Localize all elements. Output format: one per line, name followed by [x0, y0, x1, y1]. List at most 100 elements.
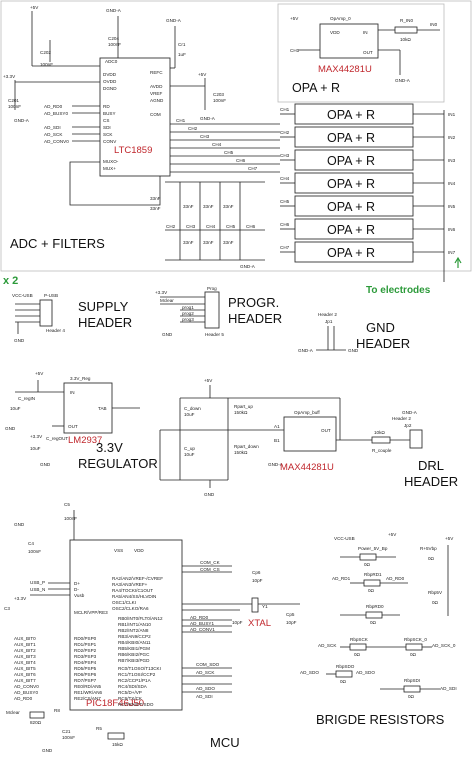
opa-in-ch1: CH1	[280, 107, 290, 112]
pin-busy: BUSY	[103, 111, 116, 116]
bridge-r-sdi	[403, 685, 421, 693]
bridge-net-ad-rd0: AD_RD0	[386, 576, 405, 581]
bridge-r-rd0-value: 0Ω	[370, 620, 377, 625]
mcu-pin-rc0: RC0/T1OSO/T13CKI	[118, 666, 161, 671]
bridge-r-power	[359, 553, 377, 561]
mcu-usb-n: USB_N	[30, 587, 45, 592]
arr-ch5: CH5	[226, 224, 236, 229]
supply-header-connector	[39, 299, 53, 327]
bridge-r-sck0	[405, 643, 423, 651]
drl-c-down-value: 10uF	[184, 412, 195, 417]
bus-ch5: CH5	[224, 150, 234, 155]
x2-label: x 2	[3, 275, 18, 287]
reg-pin-in: IN	[70, 390, 75, 395]
vcc-33v-label: +3.3V	[3, 74, 16, 79]
progr-header-part: Header 5	[205, 332, 224, 337]
progr-header-section: Header 2 +3.3V Prog Mclear prog1 prog2 p…	[155, 286, 282, 337]
mcu-pin-rb2: RB2/INT2/AN8	[118, 628, 149, 633]
drl-section: +5V C_down 10uF C_up 10uF Rpart_up 150kΩ…	[159, 378, 458, 497]
bridge-net-ad-sdo-2: AD_SDO	[356, 670, 375, 675]
mcu-pin-rb4: RB4/KBI0/AN11	[118, 640, 151, 645]
pin-dgnd: DGND	[103, 86, 117, 91]
mcu-pin-rc5: RC5/D+/VP	[118, 690, 142, 695]
net-ad-sdi: AD_SDI	[44, 125, 61, 130]
pin-com: COM	[150, 112, 161, 117]
mcu-r8-value: 820Ω	[30, 720, 42, 725]
drl-header-connector	[409, 429, 423, 449]
lm2937-label: LM2937	[68, 435, 102, 446]
mcu-ad-rd0: AD_RD0	[14, 696, 33, 701]
opa-block-list: OPA + R OPA + R OPA + R OPA + R OPA + R …	[280, 103, 456, 282]
bridge-r-sck0-value: 0Ω	[410, 652, 417, 657]
bridge-r-sdo	[335, 670, 353, 678]
arrow-up-icon-head	[454, 256, 462, 264]
aux-bit0: AUX_BIT0	[14, 636, 36, 641]
r-in0-value: 10kΩ	[400, 37, 411, 42]
bridge-r-sdo-value: 0Ω	[340, 679, 347, 684]
in4-label: IN4	[448, 181, 456, 186]
mcu-title: MCU	[210, 735, 240, 750]
mcu-pin-rd5: RD5/PSP5	[74, 666, 97, 671]
aux-bit7: AUX_BIT7	[14, 678, 36, 683]
reg-net: 3.3V_Reg	[70, 376, 91, 381]
in2-label: IN2	[448, 135, 456, 140]
net-ad-conv0: AD_CONV0	[44, 139, 69, 144]
mcu-net-ad-busy1: AD_BUSY1	[190, 621, 214, 626]
mcu-r8	[29, 711, 45, 719]
r-in0-resistor	[394, 26, 418, 34]
reg-title-2: REGULATOR	[78, 456, 158, 471]
opa-in-ch6: CH6	[280, 222, 290, 227]
cap-c204-label: C204	[108, 36, 119, 41]
mcu-r5	[107, 732, 125, 740]
in7-label: IN7	[448, 250, 456, 255]
opa-top-title: OPA + R	[292, 81, 340, 95]
mcu-cap-c21: C21	[62, 729, 71, 734]
gnd-header-title-1: GND	[366, 320, 395, 335]
crystal-y1-label: Y1	[262, 604, 268, 609]
mcu-pin-rd0: RD0/PSP0	[74, 636, 97, 641]
arr-ch4: CH4	[206, 224, 216, 229]
pic18f46j50-chip	[69, 539, 183, 711]
progr-v33: +3.3V	[155, 290, 168, 295]
opa-vcc-label: +5V	[290, 16, 299, 21]
mcu-cap-cp5: Cp5	[286, 612, 295, 617]
mcu-pin-rd2: RD2/PSP2	[74, 648, 97, 653]
opa-in-ch4: CH4	[280, 176, 290, 181]
regulator-section: +5V 3.3V_Reg IN TAB OUT C_regIN 10uF GND…	[5, 371, 158, 471]
mcu-net-com-cs: COM_CS	[200, 567, 220, 572]
cap-c201-label: C201	[8, 98, 19, 103]
opa-in-ch2: CH2	[280, 130, 290, 135]
bridge-title: BRIGDE RESISTORS	[316, 712, 445, 727]
progr-pin-2: prog2	[182, 311, 194, 316]
max44281-drl-label: MAX44281U	[280, 462, 334, 473]
lm2937-chip	[63, 382, 113, 434]
mcu-cap-c4: C4	[28, 541, 34, 546]
supply-p-usb: P-USB	[44, 293, 58, 298]
drl-c-up: C_up	[184, 446, 195, 451]
bridge-net-ad-sdo: AD_SDO	[300, 670, 319, 675]
drl-title-1: DRL	[418, 458, 444, 473]
gnd-header-title-2: HEADER	[356, 336, 410, 351]
progr-title-2: HEADER	[228, 311, 282, 326]
aux-bit3: AUX_BIT3	[14, 654, 36, 659]
mcu-pin-vusb: Vusb	[74, 593, 85, 598]
mcu-cap-c4-value: 100nF	[28, 549, 41, 554]
opa-in-ch5: CH5	[280, 199, 290, 204]
bridge-vcc-usb: VCC-USB	[334, 536, 355, 541]
drl-rpart-up: Rpart_up	[234, 404, 253, 409]
mcu-gnd-1: GND	[14, 522, 25, 527]
mcu-pin-rc2: RC2/CCP1/P1A	[118, 678, 152, 683]
reg-v5: +5V	[35, 371, 44, 376]
bus-ch6: CH6	[236, 158, 246, 163]
mcu-pin-rd3: RD3/PSP3	[74, 654, 97, 659]
mcu-cap-10pf-extra: 10pF	[232, 620, 243, 625]
cap-33nf-6: 33nF	[183, 240, 194, 245]
in3-label: IN3	[448, 158, 456, 163]
mcu-pin-rc1: RC1/T1OSI/CCP2	[118, 672, 156, 677]
pin-rd: RD	[103, 104, 110, 109]
opa-vdd-pin: VDD	[330, 30, 340, 35]
in0-label: IN0	[430, 22, 438, 27]
mcu-pin-re2: RE2/CS/AN7	[74, 696, 101, 701]
drl-r-couple-label: R_couple	[372, 448, 392, 453]
mcu-cap-cp6: Cp6	[252, 570, 261, 575]
